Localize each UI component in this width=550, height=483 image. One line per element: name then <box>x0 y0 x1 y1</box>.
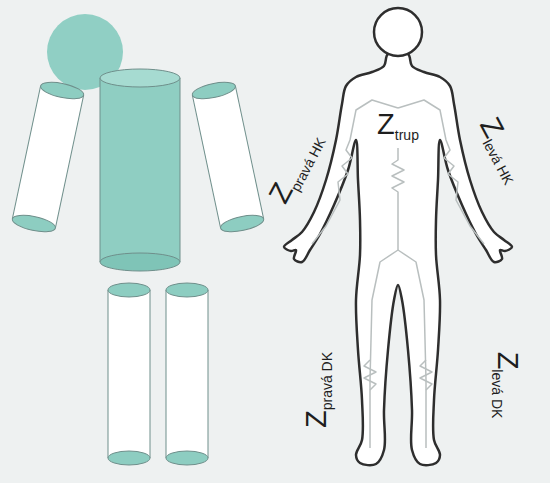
head-outline <box>374 8 422 56</box>
body-outline <box>284 52 512 465</box>
segment-name: pravá DK <box>319 352 335 410</box>
impedance-symbol: Z <box>492 352 524 370</box>
knee-zigzag <box>364 360 376 390</box>
impedance-label: Zlevá DK <box>490 352 522 419</box>
segment-name: trup <box>395 127 419 143</box>
impedance-label: Zpravá DK <box>302 352 334 428</box>
trunk-cylinder <box>100 69 180 271</box>
cylinder-model <box>11 14 265 465</box>
arm-path <box>350 100 398 140</box>
impedance-symbol: Z <box>377 108 395 140</box>
impedance-paths <box>312 100 484 448</box>
segment-name: levá DK <box>489 369 505 418</box>
leg-cylinder <box>108 283 150 465</box>
impedance-label: Ztrup <box>377 110 419 142</box>
arm-cylinder <box>191 79 265 235</box>
arm-cylinder <box>11 79 85 235</box>
impedance-symbol: Z <box>300 410 332 428</box>
human-outline <box>284 8 512 465</box>
knee-zigzag <box>420 360 432 390</box>
trunk-leg-path <box>370 148 404 448</box>
arm-path <box>398 100 484 244</box>
leg-path <box>398 250 426 448</box>
leg-cylinder <box>166 283 208 465</box>
